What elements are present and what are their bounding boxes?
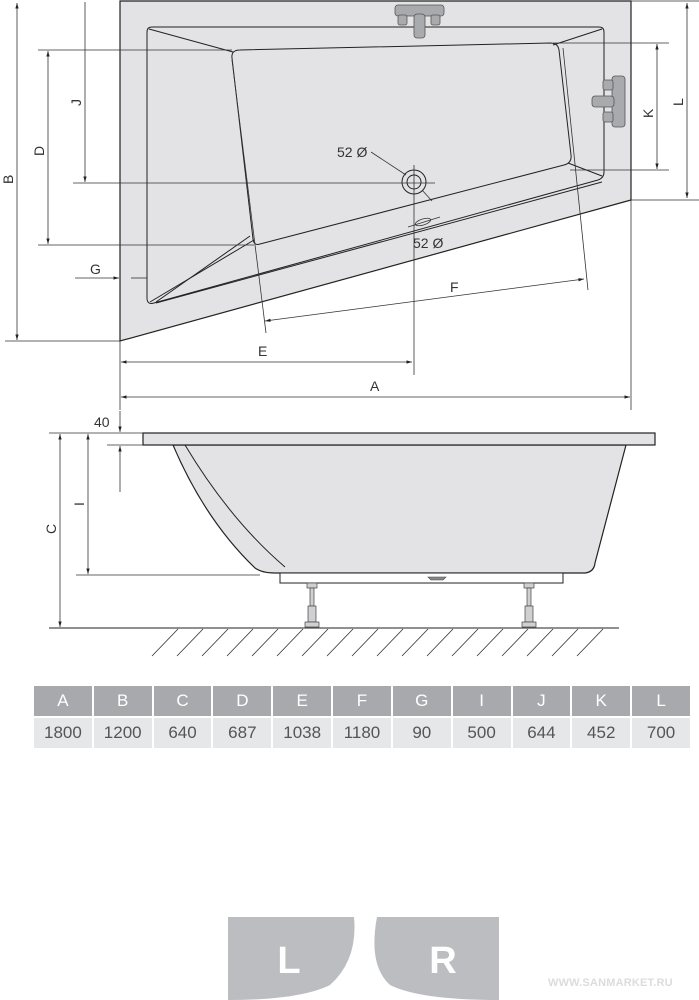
hatch-line [476,628,504,657]
table-header-cell: F [333,686,391,716]
table-value-cell: 644 [512,718,571,748]
dim-label-f: F [450,279,459,295]
dim-label-g: G [90,261,101,277]
table-header-cell: D [213,686,272,716]
tub-body [172,444,627,574]
hatch-line [326,628,354,657]
floor-hatch [151,628,604,657]
dim-label-k: K [640,108,656,118]
dim-label-l: L [670,98,686,106]
dim-label-c: C [43,524,59,534]
hatch-line [301,628,329,657]
table-value-cell: 640 [153,718,212,748]
variant-right-badge[interactable]: R [374,917,499,1000]
hatch-line [251,628,279,657]
overflow-icon [407,216,441,228]
overflow-size-label: 52 Ø [413,235,443,251]
variant-left-label: L [277,940,300,982]
hatch-line [351,628,379,657]
hatch-line [451,628,479,657]
hatch-line [151,628,179,657]
top-view: 52 Ø 52 Ø B D J G K L E [0,0,699,410]
table-value-cell: 700 [632,718,690,748]
hatch-line [551,628,579,657]
table-value-cell: 1200 [93,718,152,748]
hatch-line [576,628,604,657]
table-value-cell: 1800 [34,718,92,748]
hatch-line [376,628,404,657]
dim-label-b: B [0,175,16,184]
table-header-cell: C [153,686,212,716]
variant-left-badge[interactable]: L [228,917,355,1000]
faucet-side-icon [591,75,626,128]
table-header-cell: J [512,686,571,716]
hatch-line [401,628,429,657]
hatch-line [501,628,529,657]
watermark: WWW.SANMARKET.RU [548,977,673,989]
leg-icon [304,582,320,628]
table-header-cell: L [632,686,690,716]
table-header-cell: B [93,686,152,716]
hatch-line [176,628,204,657]
dim-label-a: A [370,378,380,394]
table-value-cell: 90 [392,718,451,748]
table-header-cell: K [572,686,631,716]
table-value-cell: 687 [213,718,272,748]
hatch-line [426,628,454,657]
basin-floor [231,42,572,245]
table-value-cell: 452 [572,718,631,748]
table-header-cell: I [452,686,511,716]
hatch-line [201,628,229,657]
inner-rim [146,26,605,304]
tub-outline [119,0,632,342]
hatch-line [276,628,304,657]
hatch-line [526,628,554,657]
dim-label-j: J [68,99,84,106]
support-frame [279,572,564,584]
table-value-cell: 500 [452,718,511,748]
variant-right-label: R [429,940,456,982]
table-header-cell: A [34,686,92,716]
table-value-cell: 1180 [333,718,391,748]
faucet-top-icon [394,4,445,39]
dim-label-e: E [258,343,267,359]
dim-label-i: I [71,502,87,506]
table-header-cell: G [392,686,451,716]
table-header-cell: E [273,686,332,716]
table-value-cell: 1038 [273,718,332,748]
drain-size-label: 52 Ø [337,144,367,160]
leg-icon [521,582,537,628]
dim-label-d: D [31,146,47,156]
tub-rim [142,432,656,446]
rim-thickness-label: 40 [94,414,110,430]
hatch-line [226,628,254,657]
side-view: C I 40 [43,411,656,657]
